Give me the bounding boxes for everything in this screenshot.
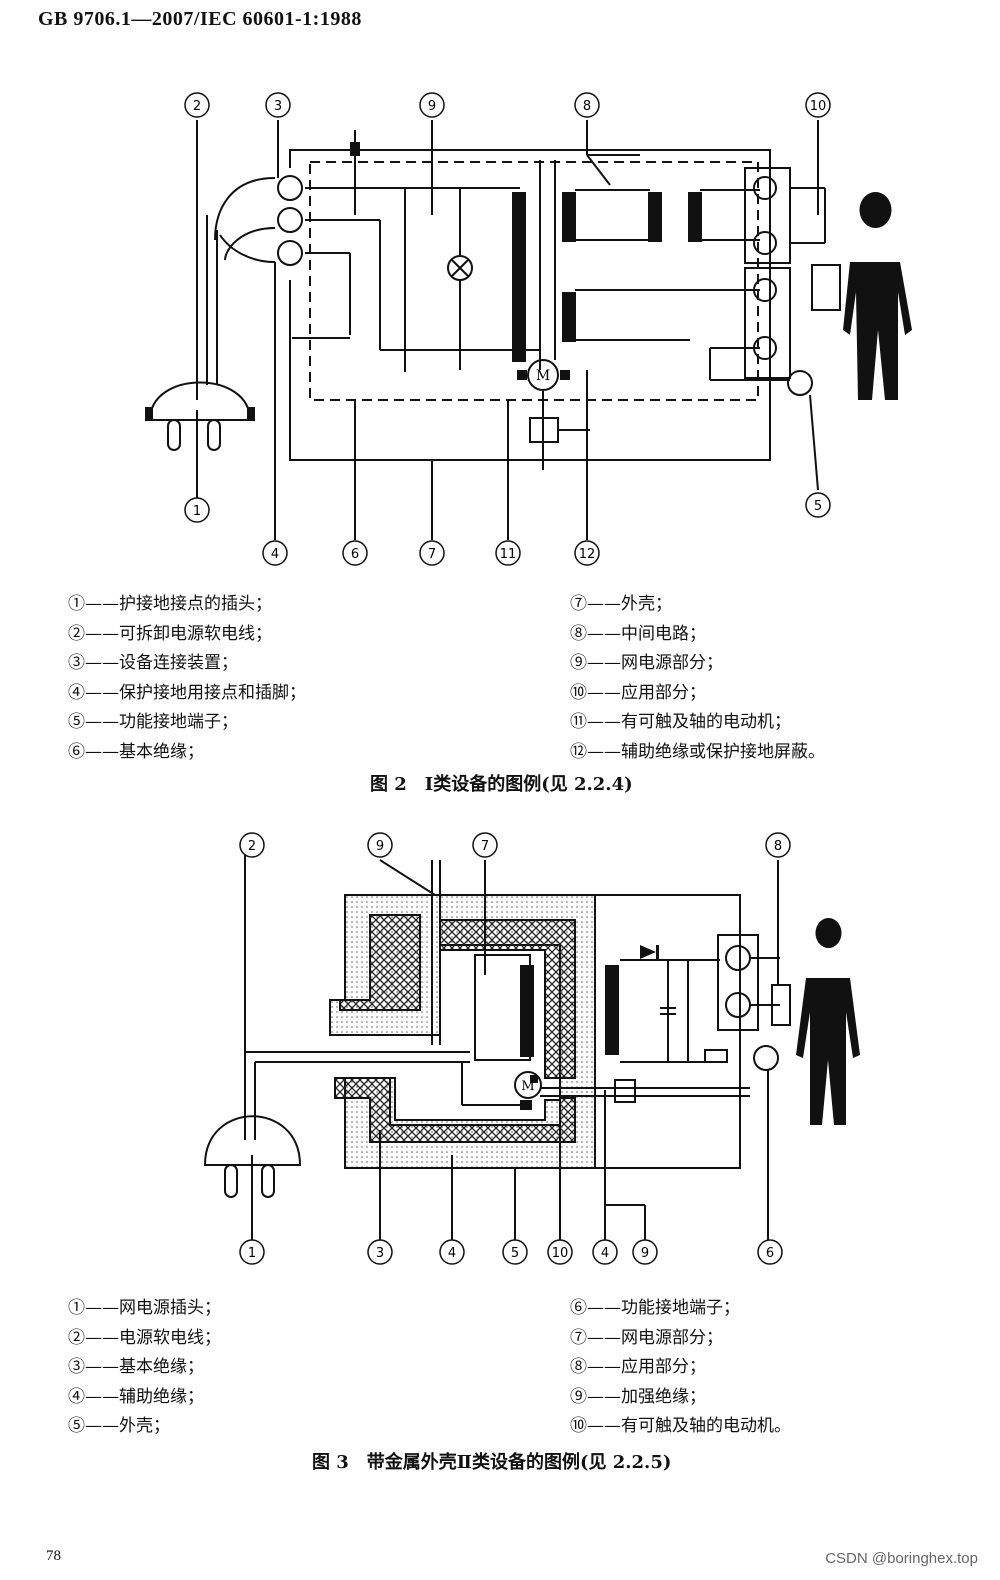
marker-3: 3 [376, 1246, 384, 1261]
legend-item: ③——设备连接装置； [68, 653, 238, 673]
figure-3-caption: 图 3 带金属外壳Ⅱ类设备的图例(见 2.2.5) [312, 1452, 672, 1473]
figure-3-diagram: M 2 9 7 8 1 3 4 5 10 4 9 6 [203, 832, 860, 1265]
document-header: GB 9706.1—2007/IEC 60601-1:1988 [38, 8, 362, 30]
marker-6: 6 [351, 547, 359, 562]
legend-item: ⑥——功能接地端子； [570, 1298, 740, 1318]
marker-10: 10 [810, 99, 827, 114]
figure-2-legend-left: ①——护接地接点的插头； ②——可拆卸电源软电线； ③——设备连接装置； ④——… [68, 590, 306, 767]
marker-5: 5 [511, 1246, 519, 1261]
figure-2-caption: 图 2 Ⅰ类设备的图例(见 2.2.4) [370, 774, 633, 795]
marker-8: 8 [774, 839, 782, 854]
figure-2-legend-right: ⑦——外壳； ⑧——中间电路； ⑨——网电源部分； ⑩——应用部分； ⑪——有可… [570, 590, 825, 767]
legend-item: ①——护接地接点的插头； [68, 594, 272, 614]
marker-11: 11 [500, 547, 517, 562]
legend-item: ⑦——网电源部分； [570, 1327, 723, 1348]
marker-9b: 9 [641, 1246, 649, 1261]
marker-6: 6 [766, 1246, 774, 1261]
legend-item: ②——可拆卸电源软电线； [68, 623, 272, 644]
legend-item: ④——保护接地用接点和插脚； [68, 682, 306, 703]
page-number: 78 [46, 1548, 61, 1564]
legend-item: ⑦——外壳； [570, 594, 672, 614]
motor-label: M [536, 368, 550, 384]
marker-1: 1 [193, 504, 201, 519]
motor-label: M [521, 1079, 534, 1094]
marker-7: 7 [428, 547, 436, 562]
marker-4: 4 [448, 1246, 456, 1261]
figure-3-legend-right: ⑥——功能接地端子； ⑦——网电源部分； ⑧——应用部分； ⑨——加强绝缘； ⑩… [570, 1294, 791, 1442]
legend-item: ⑧——中间电路； [570, 623, 706, 644]
marker-8: 8 [583, 99, 591, 114]
legend-item: ③——基本绝缘； [68, 1357, 204, 1377]
watermark: CSDN @boringhex.top [825, 1550, 978, 1567]
marker-9: 9 [428, 99, 436, 114]
marker-7: 7 [481, 839, 489, 854]
marker-2: 2 [193, 99, 201, 114]
marker-3: 3 [274, 99, 282, 114]
legend-item: ⑥——基本绝缘； [68, 741, 204, 762]
legend-item: ⑤——功能接地端子； [68, 712, 238, 732]
legend-item: ②——电源软电线； [68, 1327, 221, 1348]
human-figure [796, 918, 860, 1125]
legend-item: ⑫——辅助绝缘或保护接地屏蔽。 [570, 741, 825, 762]
marker-12: 12 [579, 547, 596, 562]
legend-item: ⑩——应用部分； [570, 682, 706, 703]
legend-item: ⑨——加强绝缘； [570, 1386, 706, 1407]
marker-1: 1 [248, 1246, 256, 1261]
marker-2: 2 [248, 839, 256, 854]
marker-9: 9 [376, 839, 384, 854]
marker-4b: 4 [601, 1246, 609, 1261]
legend-item: ④——辅助绝缘； [68, 1386, 204, 1407]
legend-item: ⑧——应用部分； [570, 1357, 706, 1377]
marker-5: 5 [814, 499, 822, 514]
legend-item: ①——网电源插头； [68, 1298, 221, 1318]
marker-4: 4 [271, 547, 279, 562]
human-figure [843, 192, 912, 400]
figure-2-markers [184, 92, 831, 566]
legend-item: ⑤——外壳； [68, 1416, 170, 1436]
figure-3-markers [239, 832, 791, 1265]
figure-2-diagram: M 2 3 9 8 10 1 5 4 6 7 11 12 [145, 92, 912, 566]
figure-3-legend-left: ①——网电源插头； ②——电源软电线； ③——基本绝缘； ④——辅助绝缘； ⑤—… [68, 1294, 221, 1442]
legend-item: ⑨——网电源部分； [570, 653, 723, 673]
legend-item: ⑩——有可触及轴的电动机。 [570, 1416, 791, 1436]
marker-10: 10 [552, 1246, 569, 1261]
legend-item: ⑪——有可触及轴的电动机； [570, 712, 791, 732]
